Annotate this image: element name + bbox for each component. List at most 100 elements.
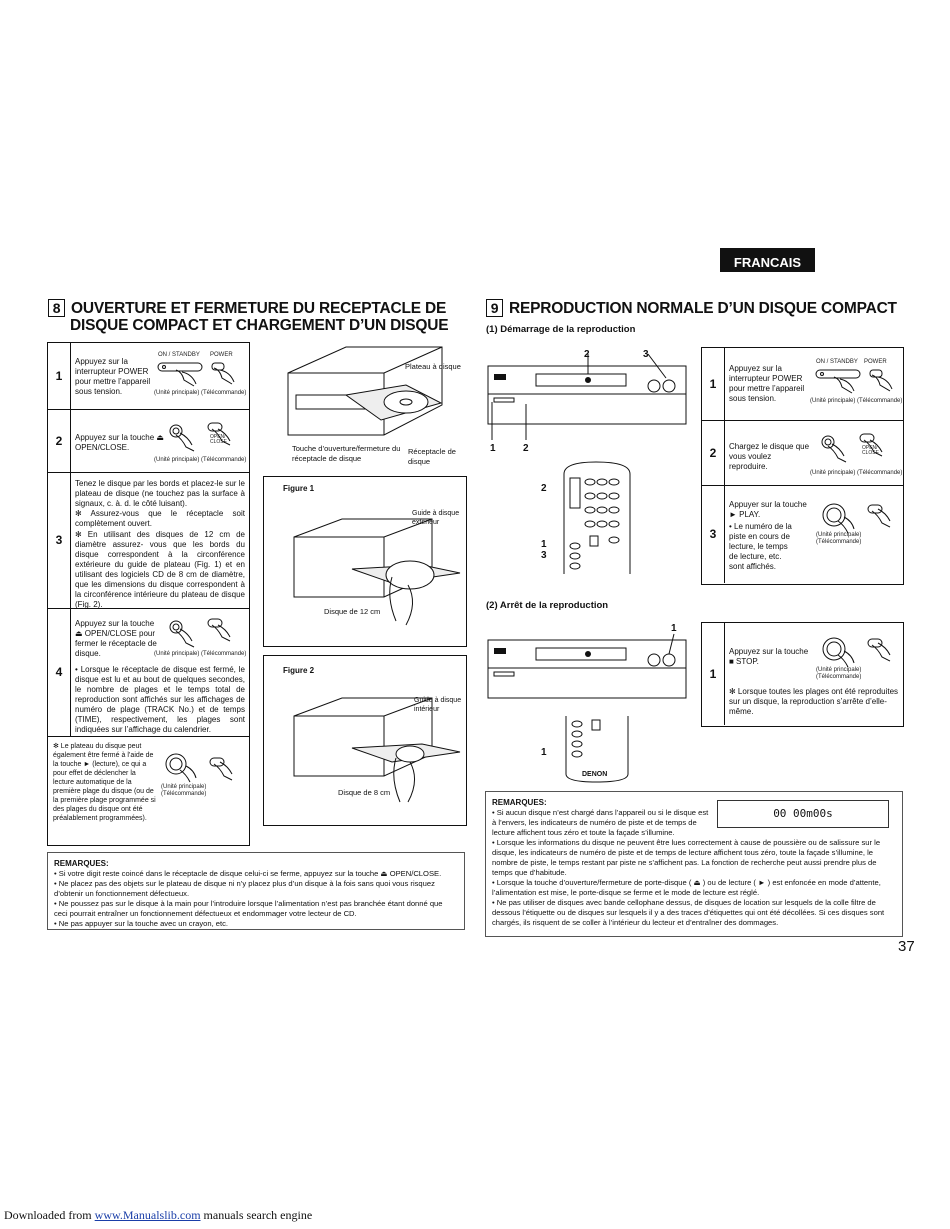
callout: 1 [541, 539, 547, 550]
play-button-hand-icon [165, 753, 233, 783]
step-number: 4 [48, 608, 71, 736]
on-standby-label: ON / STANDBY [816, 359, 858, 365]
step-caption: (Unité principale) (Télécommande) [810, 398, 903, 404]
step-row: 2 Appuyez sur la touche ⏏ OPEN/CLOSE. OP… [48, 409, 249, 473]
step-number: 3 [702, 485, 725, 583]
step-caption: (Unité principale) (Télécommande) [154, 457, 247, 463]
step-note: ✻ Assurez-vous que le réceptacle soit co… [75, 509, 245, 528]
open-close-button-hand-icon [821, 433, 883, 463]
subsection-stop-title: (2) Arrêt de la reproduction [486, 600, 609, 611]
callout: 3 [541, 550, 547, 561]
power-label: POWER [864, 359, 887, 365]
power-label: POWER [210, 352, 233, 358]
step-bullet: • Lorsque le réceptacle de disque est fe… [75, 665, 245, 734]
step-row: 3 Appuyer sur la touche ► PLAY. • Le num… [702, 485, 903, 583]
step-caption: (Unité principale) (Télécommande) [816, 532, 862, 545]
remark-item: • Ne pas appuyer sur la touche avec un c… [54, 919, 229, 928]
remark-item: • Lorsque la touche d’ouverture/fermetur… [492, 878, 881, 897]
step-row: 1 Appuyez sur la interrupteur POWER pour… [48, 343, 249, 410]
figure-2-title: Figure 2 [283, 666, 315, 675]
step-row: 1 Appuyez sur la touche ■ STOP. (Unité p… [702, 623, 903, 725]
page-number: 37 [898, 938, 915, 955]
section-8-number: 8 [48, 299, 65, 317]
cd-player-front-panel-illustration [487, 633, 687, 699]
figure-1: Figure 1 Guide à disque extérieur Disque… [263, 476, 467, 647]
step-caption: (Unité principale) (Télécommande) [154, 390, 247, 396]
section-9-stop-steps-table: 1 Appuyez sur la touche ■ STOP. (Unité p… [701, 622, 904, 727]
figure-2-disc-label: Disque de 8 cm [338, 788, 391, 797]
step-bullet: • Le numéro de la piste en cours de lect… [729, 522, 792, 571]
play-button-hand-icon [822, 503, 891, 534]
on-standby-label: ON / STANDBY [158, 352, 200, 358]
callout: 2 [584, 349, 590, 360]
figure-2-guide-label: Guide à disque intérieur [414, 697, 462, 713]
remote-control-illustration [565, 716, 629, 783]
remarks-title: REMARQUES: [492, 798, 547, 807]
footnote-row: ✻ Le plateau du disque peut également êt… [48, 736, 249, 844]
footer: Downloaded from www.Manualslib.com manua… [4, 1208, 312, 1223]
cd-player-front-panel-illustration [487, 353, 687, 440]
remark-item: • Ne placez pas des objets sur le platea… [54, 879, 435, 898]
remarks-title: REMARQUES: [54, 859, 109, 868]
power-button-hand-icon [815, 369, 893, 394]
step-caption: (Unité principale) (Télécommande) [816, 667, 862, 680]
callout: 2 [523, 443, 529, 454]
label-receptacle: Réceptacle de disque [408, 447, 456, 466]
step-note: ✻ En utilisant des disques de 12 cm de d… [75, 530, 245, 609]
footer-prefix: Downloaded from [4, 1208, 95, 1222]
step-caption: (Unité principale) (Télécommande) [810, 470, 903, 476]
footnote-caption: (Unité principale) (Télécommande) [161, 784, 207, 797]
manualslib-link[interactable]: www.Manualslib.com [94, 1208, 201, 1222]
step-number: 2 [48, 409, 71, 472]
section-9-remarks: REMARQUES: • Si aucun disque n’est charg… [485, 791, 903, 937]
section-9-start-steps-table: 1 Appuyez sur la interrupteur POWER pour… [701, 347, 904, 585]
step-number: 1 [702, 623, 725, 725]
step-text: Appuyez sur la interrupteur POWER pour m… [75, 357, 151, 396]
step-caption: (Unité principale) (Télécommande) [154, 651, 247, 657]
step-number: 1 [702, 348, 725, 420]
step-text: Appuyer sur la touche ► PLAY. [729, 500, 807, 519]
step-text: Appuyez sur la touche ⏏ OPEN/CLOSE pour … [75, 619, 157, 658]
figure-2-illustration [293, 697, 461, 803]
step-row: 1 Appuyez sur la interrupteur POWER pour… [702, 348, 903, 421]
open-close-label: OPEN/ CLOSE [210, 434, 227, 445]
step-number: 2 [702, 420, 725, 485]
subsection-start-title: (1) Démarrage de la reproduction [486, 324, 636, 335]
section-8-steps-table: 1 Appuyez sur la interrupteur POWER pour… [47, 342, 250, 846]
footnote-text: ✻ Le plateau du disque peut également êt… [53, 743, 156, 822]
label-open-close-button: Touche d’ouverture/fermeture du réceptac… [292, 444, 401, 463]
open-close-button-hand-icon [169, 618, 231, 648]
step-note: ✻ Lorsque toutes les plages ont été repr… [729, 687, 899, 716]
callout: 1 [490, 443, 496, 454]
cd-player-tray-illustration [287, 346, 443, 436]
remark-item: • Lorsque les informations du disque ne … [492, 838, 881, 877]
stop-button-hand-icon [822, 637, 891, 668]
step-row: 4 Appuyez sur la touche ⏏ OPEN/CLOSE pou… [48, 608, 249, 737]
remote-control-illustration [563, 461, 631, 574]
step-row: 3 Tenez le disque par les bords et place… [48, 472, 249, 609]
callout: 3 [643, 349, 649, 360]
callout: 2 [541, 483, 547, 494]
open-close-button-hand-icon [169, 422, 231, 452]
language-tab: FRANCAIS [720, 248, 815, 272]
step-row: 2 Chargez le disque que vous voulez repr… [702, 420, 903, 486]
step-text: Chargez le disque que vous voulez reprod… [729, 442, 810, 471]
figure-2: Figure 2 Guide à disque intérieur Disque… [263, 655, 467, 826]
lcd-display: 00 00m00s [717, 800, 889, 828]
open-close-label: OPEN/ CLOSE [862, 445, 879, 456]
step-text: Tenez le disque par les bords et placez-… [75, 479, 245, 508]
step-number: 1 [48, 343, 71, 409]
remark-item: • Ne poussez pas sur le disque à la main… [54, 899, 443, 918]
figure-1-illustration [293, 518, 461, 626]
callout: 1 [671, 623, 677, 634]
section-8-title-line2: DISQUE COMPACT ET CHARGEMENT D’UN DISQUE [70, 317, 449, 334]
remark-item: • Ne pas utiliser de disques avec bande … [492, 898, 885, 927]
section-9-title-text: REPRODUCTION NORMALE D’UN DISQUE COMPACT [509, 300, 897, 317]
remark-item: • Si votre digit reste coincé dans le ré… [54, 869, 442, 878]
callout: 1 [541, 747, 547, 758]
power-button-hand-icon [157, 362, 235, 387]
footer-suffix: manuals search engine [200, 1208, 313, 1222]
figure-1-guide-label: Guide à disque extérieur [412, 510, 460, 526]
